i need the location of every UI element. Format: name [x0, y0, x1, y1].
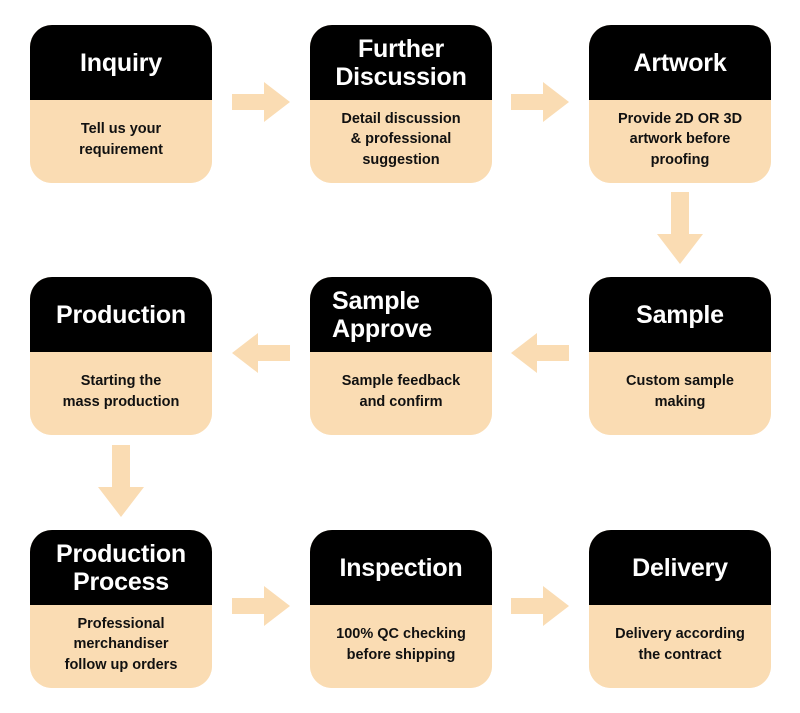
flow-card-body: 100% QC checking before shipping — [310, 605, 492, 688]
flow-card-sample[interactable]: Sample Custom sample making — [589, 277, 771, 435]
flow-card-title: Inquiry — [30, 25, 212, 100]
flow-card-inspection[interactable]: Inspection 100% QC checking before shipp… — [310, 530, 492, 688]
flow-card-body: Custom sample making — [589, 352, 771, 435]
flow-card-title: Production — [30, 277, 212, 352]
arrow-sample-to-sample-approve — [511, 333, 569, 373]
flow-card-body: Professional merchandiser follow up orde… — [30, 605, 212, 688]
flow-card-title: Delivery — [589, 530, 771, 605]
flow-card-production-process[interactable]: Production Process Professional merchand… — [30, 530, 212, 688]
flow-card-body: Detail discussion & professional suggest… — [310, 100, 492, 183]
flow-card-production[interactable]: Production Starting the mass production — [30, 277, 212, 435]
arrow-further-discussion-to-artwork — [511, 82, 569, 122]
arrow-artwork-to-sample — [657, 192, 703, 264]
flow-card-title: Production Process — [30, 530, 212, 605]
flow-card-further-discussion[interactable]: Further Discussion Detail discussion & p… — [310, 25, 492, 183]
flow-card-body: Provide 2D OR 3D artwork before proofing — [589, 100, 771, 183]
arrow-sample-approve-to-production — [232, 333, 290, 373]
flow-card-body: Tell us your requirement — [30, 100, 212, 183]
flow-card-artwork[interactable]: Artwork Provide 2D OR 3D artwork before … — [589, 25, 771, 183]
flow-card-inquiry[interactable]: Inquiry Tell us your requirement — [30, 25, 212, 183]
flow-card-title: Sample Approve — [310, 277, 492, 352]
arrow-production-process-to-inspection — [232, 586, 290, 626]
flow-card-title: Sample — [589, 277, 771, 352]
arrow-inquiry-to-further-discussion — [232, 82, 290, 122]
flow-card-title: Inspection — [310, 530, 492, 605]
flow-card-delivery[interactable]: Delivery Delivery according the contract — [589, 530, 771, 688]
flow-card-title: Further Discussion — [310, 25, 492, 100]
flow-card-body: Starting the mass production — [30, 352, 212, 435]
flow-card-sample-approve[interactable]: Sample Approve Sample feedback and confi… — [310, 277, 492, 435]
flow-card-body: Delivery according the contract — [589, 605, 771, 688]
flow-card-body: Sample feedback and confirm — [310, 352, 492, 435]
arrow-production-to-production-process — [98, 445, 144, 517]
arrow-inspection-to-delivery — [511, 586, 569, 626]
flow-card-title: Artwork — [589, 25, 771, 100]
